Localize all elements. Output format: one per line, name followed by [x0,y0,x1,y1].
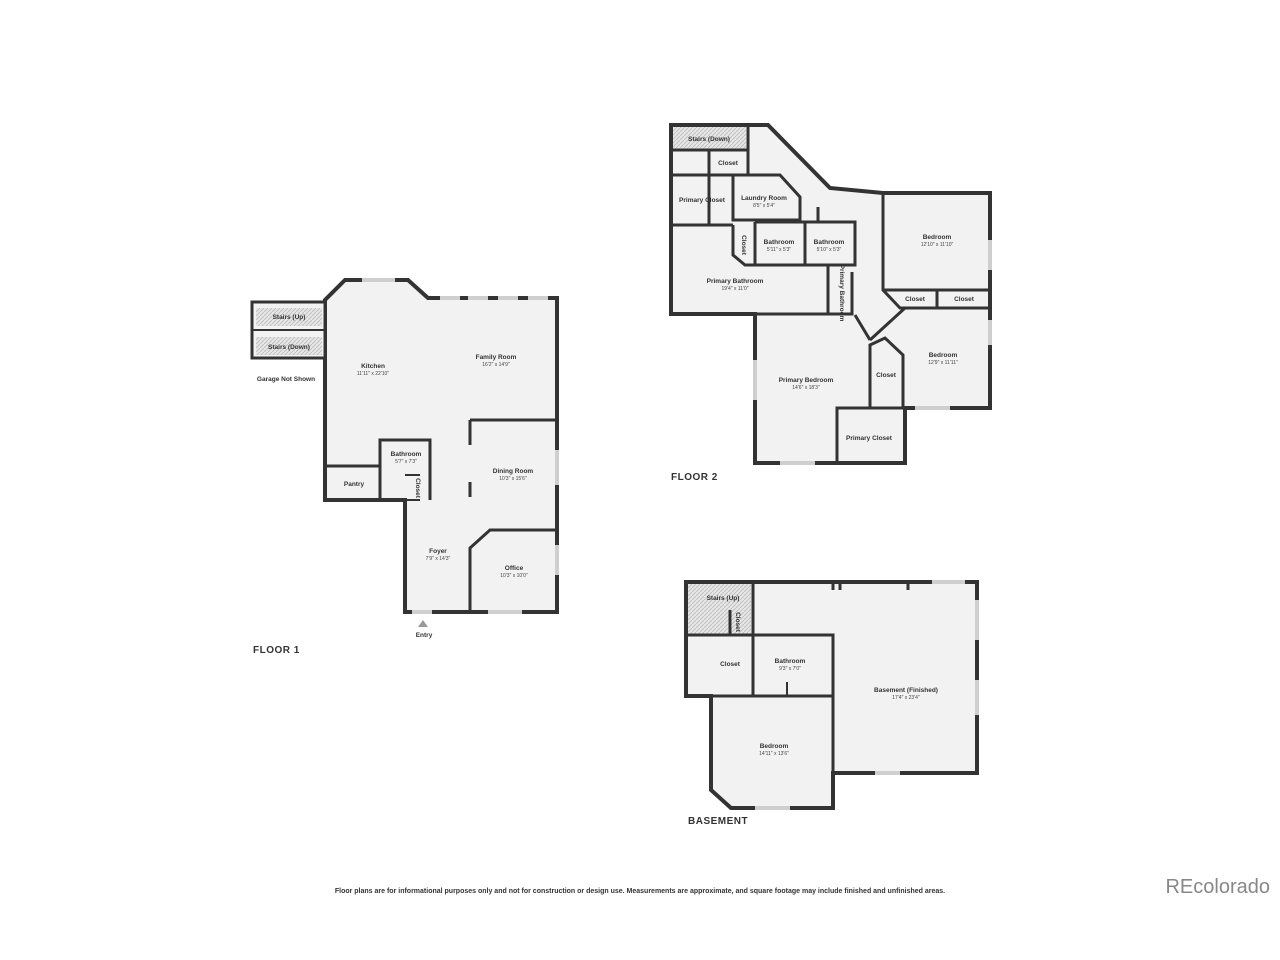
office-dims: 10'3" x 10'0" [500,573,528,579]
f2-closet-top-label: Closet [718,160,739,167]
f2-bathroom2-dims: 5'10" x 5'3" [817,247,842,253]
stairs-up-hatch [256,308,322,326]
f2-closet-a-label: Closet [905,296,926,303]
floor-2-title: FLOOR 2 [671,472,718,483]
laundry-room-label: Laundry Room [741,195,787,202]
basement-stairs-hatch [688,584,751,634]
dining-room-dims: 10'3" x 15'6" [499,476,527,482]
f2-bathroom1-dims: 5'11" x 5'3" [767,247,791,253]
f1-closet-label: Closet [414,478,421,499]
entry-arrow-icon [418,620,428,627]
f2-bedroom1-dims: 12'10" x 11'10" [921,242,954,248]
foyer-dims: 7'9" x 14'3" [426,556,451,562]
laundry-room-dims: 8'5" x 5'4" [753,203,775,209]
dining-room-label: Dining Room [493,468,534,475]
basement-plan: Stairs (Up) Closet Closet Bathroom 9'3" … [684,580,979,810]
entry-label: Entry [416,632,433,639]
f2-stairs-hatch [673,127,746,149]
foyer-label: Foyer [429,548,447,555]
f2-bedroom2-dims: 12'9" x 11'11" [928,360,958,366]
brand-logo: REcolorado [1165,876,1270,898]
f1-bathroom-dims: 5'7" x 7'3" [395,459,417,465]
stairs-down-label: Stairs (Down) [268,344,310,351]
floor-2-plan: Stairs (Down) Closet Primary Closet Laun… [669,123,992,465]
primary-bathroom-small-label: Primary Bathroom [838,265,845,322]
f2-stairs-down-label: Stairs (Down) [688,136,730,143]
f2-closet-b-label: Closet [954,296,975,303]
disclaimer-text: Floor plans are for informational purpos… [334,888,946,895]
f2-closet-mid-label: Closet [876,372,897,379]
basement-finished-dims: 17'4" x 23'4" [892,695,920,701]
basement-title: BASEMENT [688,816,749,827]
primary-closet-bottom-label: Primary Closet [846,435,893,442]
kitchen-label: Kitchen [361,363,385,370]
basement-closet-vert-label: Closet [734,612,741,633]
floor-1-title: FLOOR 1 [253,645,300,656]
basement-bedroom-dims: 14'11" x 13'6" [759,751,789,757]
office-label: Office [505,565,524,572]
f2-bathroom2-label: Bathroom [814,239,845,246]
primary-bathroom-label: Primary Bathroom [707,278,764,285]
basement-bathroom-dims: 9'3" x 7'0" [779,666,801,672]
primary-bedroom-dims: 14'6" x 18'3" [792,385,820,391]
family-room-label: Family Room [476,354,517,361]
floor-1-outline [323,278,559,614]
basement-closet-label: Closet [720,661,741,668]
f2-bathroom1-label: Bathroom [764,239,795,246]
basement-bedroom-label: Bedroom [760,743,789,750]
stairs-down-hatch [256,337,322,355]
basement-stairs-up-label: Stairs (Up) [707,595,740,602]
basement-bathroom-label: Bathroom [775,658,806,665]
f2-bedroom1-label: Bedroom [923,234,952,241]
basement-finished-label: Basement (Finished) [874,687,938,694]
primary-bathroom-dims: 19'4" x 11'0" [721,286,748,292]
family-room-dims: 16'2" x 14'9" [482,362,510,368]
f2-bedroom2-label: Bedroom [929,352,958,359]
stairs-up-label: Stairs (Up) [273,314,306,321]
kitchen-dims: 11'11" x 22'10" [357,371,389,377]
f2-closet-vert-label: Closet [740,235,747,256]
floor-1-plan: Stairs (Up) Stairs (Down) Garage Not Sho… [250,278,559,639]
primary-bedroom-label: Primary Bedroom [779,377,834,384]
garage-not-shown-label: Garage Not Shown [257,376,315,383]
f1-bathroom-label: Bathroom [391,451,422,458]
f2-primary-closet-top-label: Primary Closet [679,197,726,204]
pantry-label: Pantry [344,481,365,488]
